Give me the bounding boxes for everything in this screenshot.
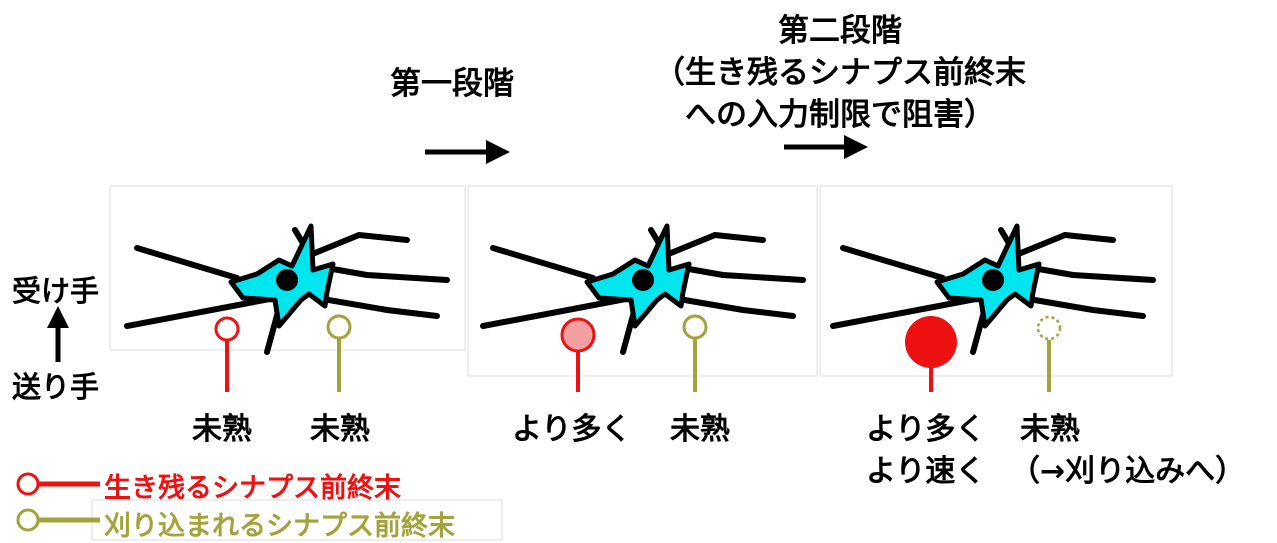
panel-3-pruned-label: 未熟 bbox=[1020, 412, 1080, 447]
receiver-label: 受け手 bbox=[12, 274, 100, 308]
panel-1-pruned-terminal bbox=[326, 314, 352, 392]
panel-3-surviving-terminal bbox=[905, 316, 957, 392]
panel-2-surviving-label: より多く bbox=[512, 412, 632, 447]
panel-3-pruned-terminal bbox=[1036, 315, 1062, 392]
legend-surviving-label: 生き残るシナプス前終末 bbox=[104, 473, 401, 504]
stage2-title-line-1: 第二段階 bbox=[778, 13, 902, 49]
panel-2-frame bbox=[467, 185, 818, 377]
neuron-2 bbox=[483, 226, 803, 352]
panel-2-pruned-label: 未熟 bbox=[670, 412, 730, 447]
sender-to-receiver-arrow bbox=[47, 306, 69, 362]
panel-2-surviving-terminal bbox=[560, 317, 596, 392]
panel-1-surviving-label: 未熟 bbox=[192, 412, 252, 447]
panel-1-frame bbox=[109, 185, 466, 351]
stage2-arrow bbox=[784, 135, 868, 159]
sender-label: 送り手 bbox=[12, 370, 100, 404]
panel-3-frame bbox=[819, 185, 1173, 377]
neuron-3 bbox=[833, 226, 1153, 352]
panel-1-pruned-label: 未熟 bbox=[310, 412, 370, 447]
panel-3-surviving-label: より多く bbox=[866, 412, 986, 447]
stage2-title-line-2: （生き残るシナプス前終末 bbox=[654, 55, 1026, 91]
legend-pruned-symbol bbox=[16, 499, 503, 541]
stage2-title: 第二段階 （生き残るシナプス前終末 への入力制限で阻害） bbox=[640, 10, 1040, 136]
neuron-1 bbox=[127, 226, 447, 352]
panel-3-pruned-label-2: （→刈り込みへ） bbox=[1010, 454, 1246, 489]
legend-surviving-symbol bbox=[16, 472, 100, 496]
stage1-title: 第一段階 bbox=[390, 66, 514, 102]
panel-2-pruned-terminal bbox=[682, 314, 708, 392]
panel-3-surviving-label-2: より速く bbox=[866, 454, 986, 489]
legend-pruned-label: 刈り込まれるシナプス前終末 bbox=[104, 511, 455, 542]
panel-1-surviving-terminal bbox=[214, 316, 240, 392]
stage1-arrow bbox=[425, 140, 510, 164]
stage2-title-line-3: への入力制限で阻害） bbox=[685, 97, 995, 133]
